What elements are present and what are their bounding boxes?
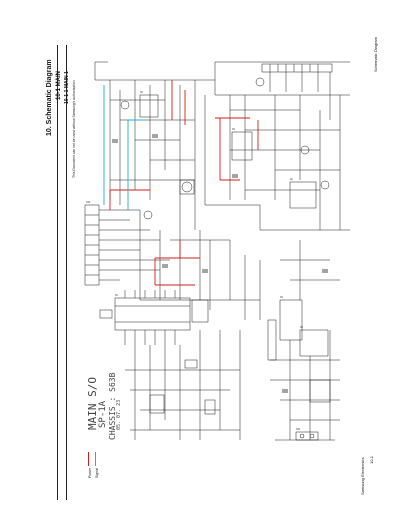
svg-text:IC: IC xyxy=(300,325,304,329)
legend-signal-swatch xyxy=(95,452,96,466)
svg-text:IC: IC xyxy=(140,90,144,94)
legend-power-swatch xyxy=(88,452,89,466)
svg-text:IC: IC xyxy=(280,295,284,299)
svg-text:CN: CN xyxy=(296,427,300,431)
svg-text:IC: IC xyxy=(232,127,236,131)
svg-text:CN: CN xyxy=(86,200,90,204)
svg-text:IC: IC xyxy=(290,177,294,181)
header-rule-2 xyxy=(66,45,67,500)
legend: Power Signal xyxy=(86,452,100,482)
header-rule xyxy=(57,45,58,500)
svg-text:IC: IC xyxy=(115,293,119,297)
